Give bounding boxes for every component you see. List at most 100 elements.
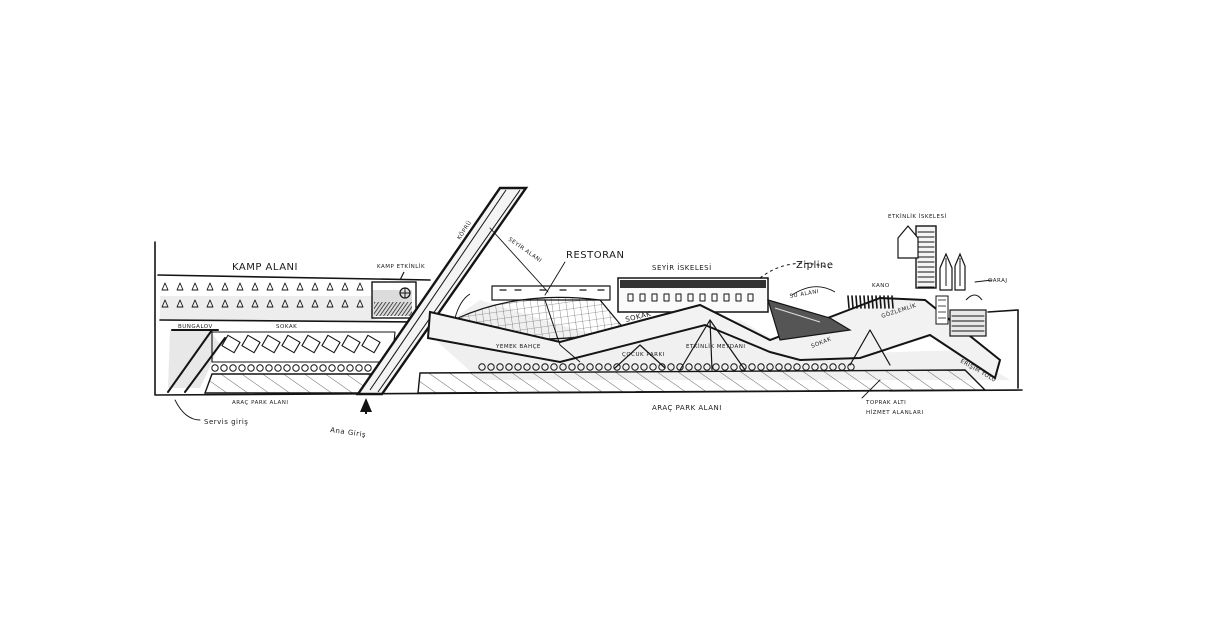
tree xyxy=(346,364,354,372)
window xyxy=(651,293,658,302)
label-arac-park-right: ARAÇ PARK ALANI xyxy=(652,404,722,412)
service-road xyxy=(167,329,226,393)
tree xyxy=(478,363,486,371)
label-su-alani: SU ALANI xyxy=(789,289,819,300)
tree xyxy=(211,364,219,372)
tent xyxy=(236,299,244,308)
tree xyxy=(649,363,657,371)
tree xyxy=(811,363,819,371)
leader-lines xyxy=(174,227,993,421)
tent xyxy=(266,299,274,308)
kano-rung xyxy=(867,295,870,309)
tent xyxy=(341,282,349,291)
kano-rung xyxy=(887,295,890,309)
tree xyxy=(274,364,282,372)
tree xyxy=(577,363,585,371)
tree xyxy=(292,364,300,372)
label-bungalov: BUNGALOV xyxy=(178,324,213,330)
tent xyxy=(266,282,274,291)
tent xyxy=(296,282,304,291)
restaurant-building xyxy=(491,285,611,301)
tree xyxy=(793,363,801,371)
window xyxy=(675,293,682,302)
tree xyxy=(703,363,711,371)
kano-dock xyxy=(847,295,894,309)
tree xyxy=(256,364,264,372)
tree xyxy=(283,364,291,372)
tree xyxy=(523,363,531,371)
tent xyxy=(281,299,289,308)
tent xyxy=(311,299,319,308)
bungalow xyxy=(321,334,341,354)
tree xyxy=(775,363,783,371)
zigzag-street xyxy=(426,296,1002,380)
window xyxy=(723,293,730,302)
bungalow xyxy=(361,334,381,354)
tree xyxy=(829,363,837,371)
window xyxy=(735,293,742,302)
tree xyxy=(721,363,729,371)
window xyxy=(639,293,646,302)
label-etkinlik-iskelesi: ETKİNLİK İSKELESİ xyxy=(888,213,947,220)
tree xyxy=(319,364,327,372)
tree xyxy=(766,363,774,371)
bungalow xyxy=(261,334,281,354)
tree xyxy=(622,363,630,371)
tree xyxy=(658,363,666,371)
pavilion-triangles xyxy=(614,319,891,371)
event-pier xyxy=(897,225,966,291)
label-seyir-alani: SEYİR ALANI xyxy=(507,236,543,264)
window xyxy=(711,293,718,302)
camp-activity-area xyxy=(371,271,417,319)
label-kamp-alani: KAMP ALANI xyxy=(232,262,298,273)
tree xyxy=(541,363,549,371)
tent xyxy=(176,282,184,291)
water-area xyxy=(759,262,852,341)
tree xyxy=(838,363,846,371)
tent xyxy=(161,282,169,291)
tree xyxy=(247,364,255,372)
tree xyxy=(337,364,345,372)
tree xyxy=(229,364,237,372)
label-toprak-alti: TOPRAK ALTI xyxy=(865,400,906,406)
tent xyxy=(236,282,244,291)
tree xyxy=(310,364,318,372)
tree xyxy=(532,363,540,371)
tent xyxy=(206,282,214,291)
label-hizmet-alanlari: HİZMET ALANLARI xyxy=(866,409,924,416)
tent xyxy=(326,282,334,291)
garage xyxy=(935,294,987,337)
tree xyxy=(559,363,567,371)
bungalows xyxy=(211,331,396,363)
label-garaj: GARAJ xyxy=(988,278,1008,284)
tent xyxy=(206,299,214,308)
tree xyxy=(730,363,738,371)
tent xyxy=(251,282,259,291)
tree xyxy=(496,363,504,371)
label-seyir-iskelesi: SEYİR İSKELESİ xyxy=(652,263,712,272)
parking-left xyxy=(203,373,374,394)
tent xyxy=(341,299,349,308)
tent xyxy=(191,282,199,291)
tent xyxy=(176,299,184,308)
bungalow xyxy=(341,334,361,354)
kano-rung xyxy=(851,295,854,309)
tree xyxy=(355,364,363,372)
parking-right xyxy=(417,369,987,394)
tree xyxy=(631,363,639,371)
kano-rung xyxy=(875,295,878,309)
tree xyxy=(301,364,309,372)
tent xyxy=(296,299,304,308)
tree xyxy=(685,363,693,371)
tree xyxy=(694,363,702,371)
tree xyxy=(640,363,648,371)
tree-row-left xyxy=(211,364,372,372)
bridge xyxy=(355,186,529,414)
label-ana-giris: Ana Giriş xyxy=(330,426,367,439)
tree xyxy=(739,363,747,371)
kano-rung xyxy=(871,295,874,309)
bungalow xyxy=(241,334,261,354)
label-zipline: Zipline xyxy=(796,260,834,271)
tree xyxy=(220,364,228,372)
tree xyxy=(514,363,522,371)
